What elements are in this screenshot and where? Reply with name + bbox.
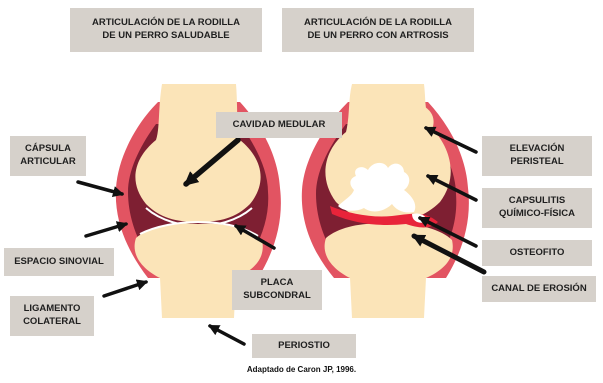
label-cavidad-medular-text: CAVIDAD MEDULAR [233, 119, 326, 132]
label-periostio: PERIOSTIO [252, 334, 356, 358]
arrow-espacio-sinovial [86, 224, 126, 236]
label-espacio-sinovial: ESPACIO SINOVIAL [4, 248, 114, 276]
label-placa-subcondral: PLACA SUBCONDRAL [232, 270, 322, 310]
label-capsulitis-line-1: CAPSULITIS [499, 195, 575, 208]
label-capsula-articular: CÁPSULA ARTICULAR [10, 136, 86, 176]
label-elevacion-peristeal-line-1: ELEVACIÓN [510, 143, 565, 156]
title-arthritic-line-2: DE UN PERRO CON ARTROSIS [304, 30, 452, 43]
label-ligamento-colateral: LIGAMENTO COLATERAL [10, 296, 94, 336]
label-canal-erosion-text: CANAL DE EROSIÓN [491, 283, 586, 296]
label-capsulitis-line-2: QUÍMICO-FÍSICA [499, 208, 575, 221]
label-capsula-articular-line-1: CÁPSULA [20, 143, 75, 156]
label-ligamento-colateral-line-1: LIGAMENTO [23, 303, 81, 316]
label-ligamento-colateral-line-2: COLATERAL [23, 316, 81, 329]
arrow-periostio [210, 326, 244, 344]
arthritic-tibia [325, 224, 453, 318]
title-healthy-joint: ARTICULACIÓN DE LA RODILLA DE UN PERRO S… [70, 8, 262, 52]
label-canal-erosion: CANAL DE EROSIÓN [482, 276, 596, 302]
label-cavidad-medular: CAVIDAD MEDULAR [216, 112, 342, 138]
arrow-ligamento-colateral [104, 282, 146, 296]
label-espacio-sinovial-text: ESPACIO SINOVIAL [14, 256, 104, 269]
label-capsula-articular-line-2: ARTICULAR [20, 156, 75, 169]
label-placa-subcondral-line-2: SUBCONDRAL [243, 290, 311, 303]
label-periostio-text: PERIOSTIO [278, 340, 330, 353]
title-healthy-line-1: ARTICULACIÓN DE LA RODILLA [92, 17, 240, 30]
label-osteofito-text: OSTEOFITO [510, 247, 565, 260]
title-healthy-line-2: DE UN PERRO SALUDABLE [92, 30, 240, 43]
label-placa-subcondral-line-1: PLACA [243, 277, 311, 290]
title-arthritic-line-1: ARTICULACIÓN DE LA RODILLA [304, 17, 452, 30]
arrow-capsula-articular [78, 182, 122, 194]
source-citation: Adaptado de Caron JP, 1996. [0, 365, 603, 374]
label-elevacion-peristeal: ELEVACIÓN PERISTEAL [482, 136, 592, 176]
label-capsulitis: CAPSULITIS QUÍMICO-FÍSICA [482, 188, 592, 228]
title-arthritic-joint: ARTICULACIÓN DE LA RODILLA DE UN PERRO C… [282, 8, 474, 52]
label-osteofito: OSTEOFITO [482, 240, 592, 266]
label-elevacion-peristeal-line-2: PERISTEAL [510, 156, 565, 169]
